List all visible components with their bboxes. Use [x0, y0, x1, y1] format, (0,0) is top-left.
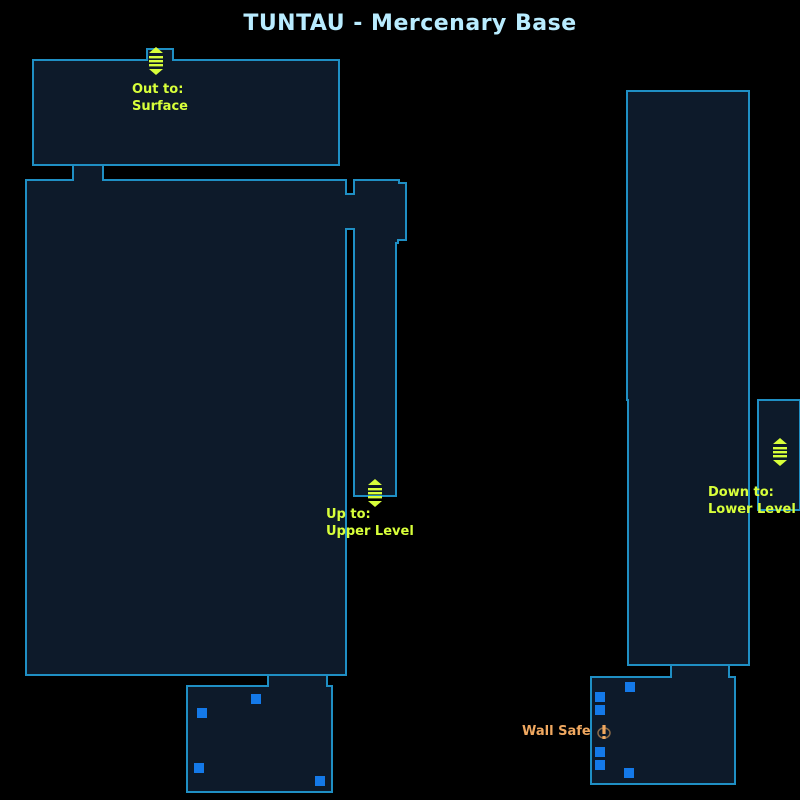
- poi-wall-safe-label: Wall Safe: [522, 724, 591, 739]
- transition-surface-line1: Out to:: [132, 82, 183, 97]
- exclamation-ring-icon[interactable]: [597, 725, 611, 739]
- transition-upper-line1: Up to:: [326, 507, 371, 522]
- elevator-arrows-icon[interactable]: [368, 479, 382, 507]
- room-entrance-hall: [32, 48, 340, 181]
- right-complex: [590, 90, 800, 785]
- marker-square[interactable]: [251, 694, 261, 704]
- marker-square[interactable]: [595, 692, 605, 702]
- map-title: TUNTAU - Mercenary Base: [243, 11, 576, 36]
- marker-layer: [194, 682, 635, 786]
- transition-lower-line1: Down to:: [708, 485, 774, 500]
- marker-square[interactable]: [595, 760, 605, 770]
- marker-square[interactable]: [624, 768, 634, 778]
- room-main-hall: [25, 164, 407, 687]
- transition-lower[interactable]: Down to: Lower Level: [708, 438, 796, 517]
- marker-square[interactable]: [595, 705, 605, 715]
- marker-square[interactable]: [625, 682, 635, 692]
- room-vault: [590, 664, 736, 785]
- transition-upper[interactable]: Up to: Upper Level: [326, 479, 414, 539]
- marker-square[interactable]: [194, 763, 204, 773]
- transition-lower-line2: Lower Level: [708, 502, 796, 517]
- transition-surface[interactable]: Out to: Surface: [132, 47, 188, 114]
- poi-wall-safe[interactable]: Wall Safe: [522, 724, 611, 739]
- elevator-arrows-icon[interactable]: [149, 47, 163, 75]
- marker-square[interactable]: [197, 708, 207, 718]
- transition-upper-line2: Upper Level: [326, 524, 414, 539]
- marker-square[interactable]: [315, 776, 325, 786]
- room-storage-west: [186, 674, 333, 793]
- transition-surface-line2: Surface: [132, 99, 188, 114]
- room-east-wing: [626, 90, 750, 678]
- marker-square[interactable]: [595, 747, 605, 757]
- elevator-arrows-icon[interactable]: [773, 438, 787, 466]
- left-complex: [25, 48, 407, 793]
